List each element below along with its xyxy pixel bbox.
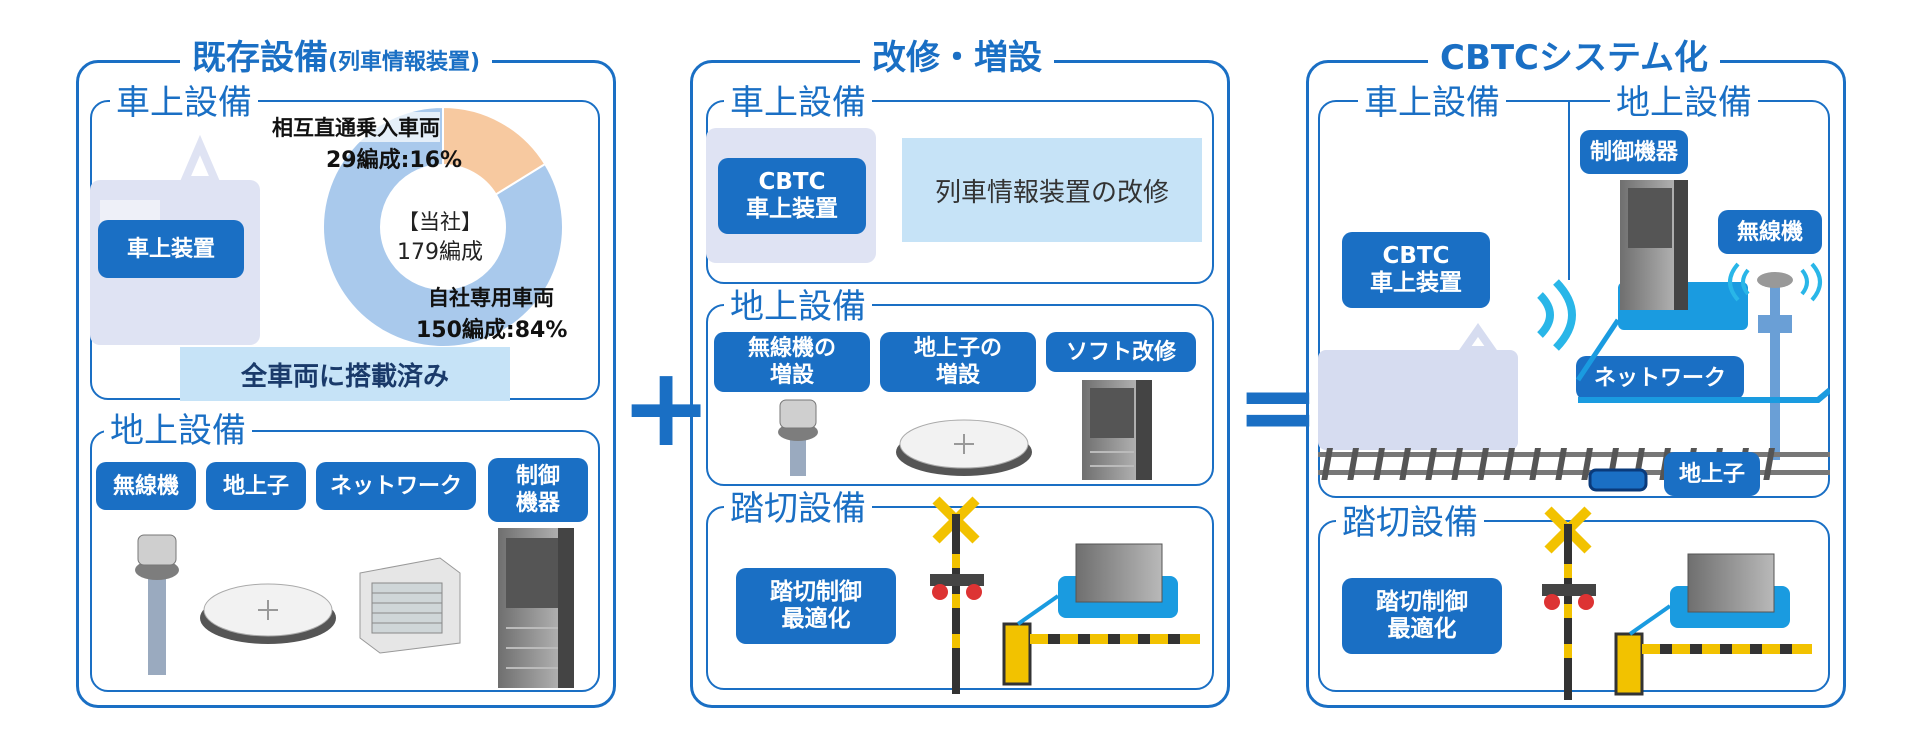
existing-equipment-title: 既存設備(列車情報装置) — [180, 38, 493, 83]
p3-crossing-opt-label: 踏切制御 最適化 — [1342, 578, 1502, 654]
p2-crossing-opt-label: 踏切制御 最適化 — [736, 568, 896, 644]
rail-tie — [1451, 448, 1463, 480]
rail-tie — [1763, 448, 1775, 480]
chart-center-label-2: 179編成 — [397, 240, 483, 265]
level-crossing-icon — [930, 496, 1200, 694]
donut-slice-through — [442, 105, 547, 196]
p1-control-label: 制御 機器 — [488, 458, 588, 522]
p2-crossing-title: 踏切設備 — [724, 490, 872, 528]
p2-software-label: ソフト改修 — [1046, 332, 1196, 372]
chart-center-label-1: 【当社】 — [398, 210, 482, 234]
p2-balise-add-label: 地上子の 増設 — [880, 332, 1036, 392]
rail-tie — [1555, 448, 1567, 480]
rail-tie — [1399, 448, 1411, 480]
p2-cbtc-onboard-label: CBTC 車上装置 — [718, 158, 866, 234]
p2-onboard-title: 車上設備 — [724, 84, 872, 122]
equals-operator: = — [1236, 348, 1320, 465]
through-service-label-1: 相互直通乗入車両 — [272, 112, 440, 142]
own-fleet-label-1: 自社専用車両 — [428, 286, 554, 310]
rail-tie — [1321, 448, 1333, 480]
p2-radio-add-label: 無線機の 増設 — [714, 332, 870, 392]
p3-divider — [1568, 100, 1570, 280]
cbtc-system-title: CBTCシステム化 — [1428, 38, 1720, 78]
plus-operator: + — [620, 343, 713, 471]
own-fleet-label-2: 150編成:84% — [416, 318, 568, 343]
through-service-label-2: 29編成:16% — [326, 148, 463, 173]
cbtc-scene-icon — [1318, 180, 1830, 480]
rail-tie — [1477, 448, 1489, 480]
level-crossing-icon-2 — [1542, 506, 1812, 700]
rail-tie — [1581, 448, 1593, 480]
p3-network-label: ネットワーク — [1576, 356, 1744, 400]
p1-network-label: ネットワーク — [316, 462, 476, 510]
train-info-modify-text: 列車情報装置の改修 — [934, 177, 1169, 208]
p3-radio-label: 無線機 — [1718, 210, 1822, 254]
rail-tie — [1425, 448, 1437, 480]
all-vehicles-banner-text: 全車両に搭載済み — [240, 361, 449, 392]
p3-onboard-box — [1318, 100, 1830, 498]
radio-antenna-icon-2 — [778, 399, 818, 476]
p1-onboard-title: 車上設備 — [110, 84, 258, 122]
p1-radio-label: 無線機 — [96, 462, 196, 510]
all-vehicles-banner: 全車両に搭載済み — [180, 347, 510, 401]
p3-cbtc-onboard-label: CBTC 車上装置 — [1342, 232, 1490, 308]
p3-control-label: 制御機器 — [1580, 130, 1688, 174]
p3-balise-icon — [1588, 468, 1648, 492]
control-server-icon-2 — [1082, 380, 1152, 480]
p1-ground-title: 地上設備 — [104, 412, 252, 450]
p1-balise-label: 地上子 — [206, 462, 306, 510]
rail-tie — [1529, 448, 1541, 480]
p1-ground-box — [90, 430, 600, 692]
rail-tie — [1347, 448, 1359, 480]
p2-ground-title: 地上設備 — [724, 288, 872, 326]
train-info-modify-banner: 列車情報装置の改修 — [902, 138, 1202, 242]
radio-antenna-icon — [135, 534, 179, 675]
control-server-icon — [498, 528, 574, 688]
rail-tie — [1373, 448, 1385, 480]
p3-ground-title: 地上設備 — [1610, 84, 1758, 122]
p2-ground-box — [706, 304, 1214, 486]
p3-balise-label: 地上子 — [1664, 452, 1760, 496]
onboard-device-label: 車上装置 — [98, 220, 244, 278]
modification-title: 改修・増設 — [860, 38, 1054, 78]
p3-onboard-title: 車上設備 — [1358, 84, 1506, 122]
balise-icon-2 — [896, 419, 1032, 476]
network-equipment-icon — [359, 557, 461, 654]
rail-tie — [1503, 448, 1515, 480]
p3-crossing-title: 踏切設備 — [1336, 504, 1484, 542]
balise-icon — [200, 583, 336, 644]
